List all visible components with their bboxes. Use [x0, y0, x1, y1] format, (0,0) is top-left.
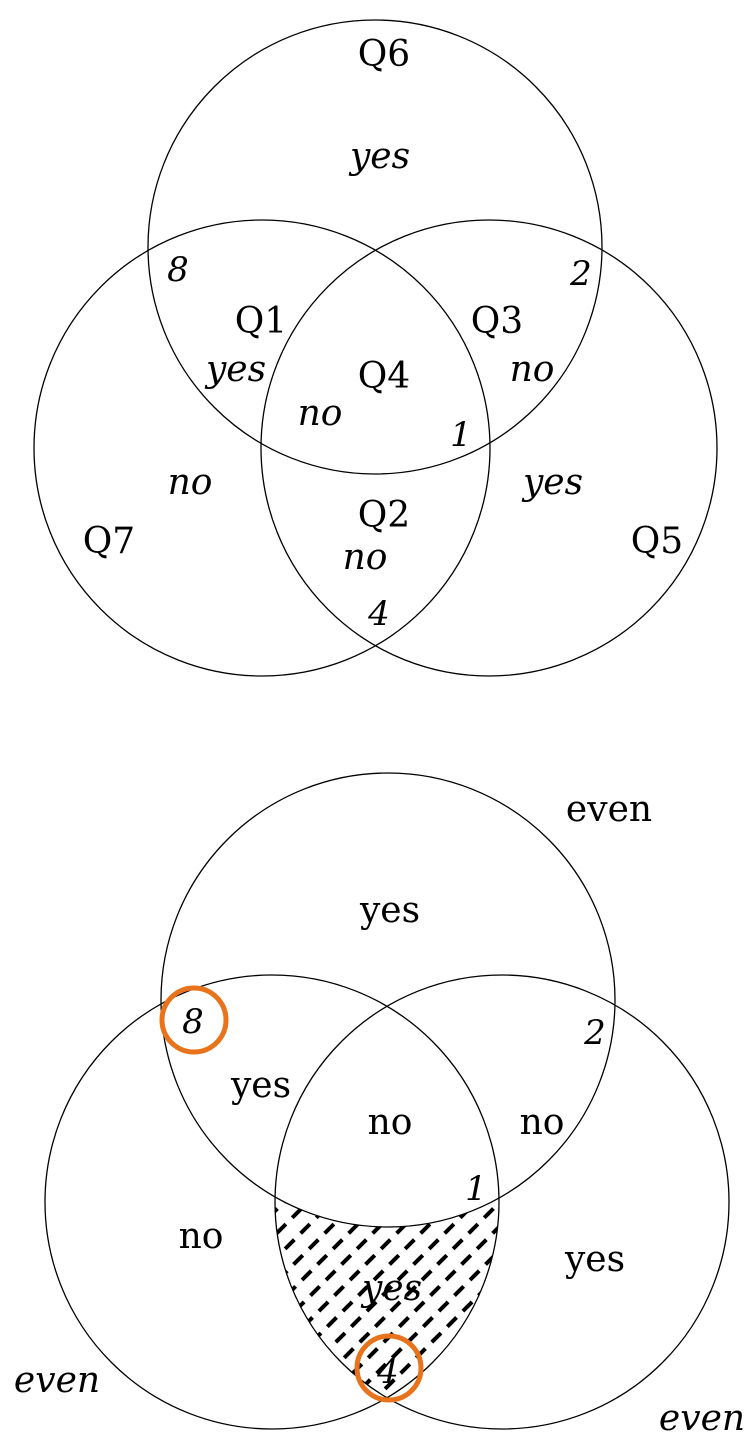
hatch-line	[424, 1188, 499, 1422]
region-center-answer: no	[298, 393, 343, 434]
region-center-question: Q4	[358, 356, 410, 397]
intersection-number-top-left: 8	[167, 250, 189, 290]
hatch-line	[570, 1190, 750, 1420]
circle-q7	[33, 219, 491, 677]
region-top-answer-bottom: yes	[359, 890, 420, 931]
intersection-number-top-right: 2	[569, 254, 592, 294]
hatch-line	[618, 1190, 750, 1420]
circle-q5	[260, 219, 718, 677]
circle-top-even	[160, 772, 616, 1228]
region-top-right-answer: no	[510, 349, 555, 390]
hatch-line	[642, 1190, 750, 1420]
region-center-answer-bottom: no	[368, 1102, 413, 1143]
set-label-top-bottom: even	[566, 789, 652, 830]
hatch-line	[714, 1190, 750, 1420]
hatch-line	[275, 1188, 418, 1422]
intersection-number-top-left-bottom: 8	[182, 1002, 204, 1042]
region-top-left-answer-bottom: yes	[230, 1065, 291, 1106]
hatch-line	[690, 1190, 750, 1420]
region-right-answer: yes	[521, 462, 583, 503]
highlight-ring-4	[354, 1333, 424, 1403]
region-left-right-question: Q2	[358, 495, 410, 536]
set-label-left: Q7	[83, 521, 135, 562]
region-left-right-answer-bottom: yes	[360, 1268, 422, 1309]
set-label-right: Q5	[631, 521, 683, 562]
circle-left-even	[44, 974, 500, 1430]
region-top-left-answer: yes	[204, 349, 266, 390]
region-top-right-question: Q3	[471, 301, 523, 342]
hatch-line	[594, 1190, 750, 1420]
intersection-number-center-bottom-bottom: 1	[465, 1169, 487, 1209]
hatch-line	[496, 1188, 499, 1422]
hatch-line	[472, 1188, 499, 1422]
intersection-number-top-right-bottom: 2	[583, 1013, 606, 1053]
intersection-number-bottom: 4	[367, 594, 390, 634]
hatch-line	[275, 1188, 466, 1422]
region-left-answer-bottom: no	[179, 1216, 224, 1257]
set-label-left-bottom: even	[14, 1360, 100, 1401]
intersection-number-center-bottom: 1	[450, 415, 472, 455]
circle-right-even	[274, 974, 730, 1430]
top-venn-diagram: Q6 Q7 Q5 yes Q1 yes Q3 no Q4 no Q2 no no…	[33, 19, 718, 677]
hatch-line	[275, 1188, 370, 1422]
bottom-venn-diagram: even even even yes yes no no yes no yes …	[14, 772, 750, 1439]
set-label-right-bottom: even	[659, 1398, 745, 1439]
region-top-right-answer-bottom: no	[520, 1102, 565, 1143]
hatch-line	[275, 1188, 442, 1422]
set-label-top: Q6	[358, 34, 410, 75]
hatch-line	[738, 1190, 750, 1420]
hatch-line	[448, 1188, 499, 1422]
hatch-line	[546, 1190, 750, 1420]
hatch-line	[400, 1188, 499, 1422]
hatch-line	[275, 1188, 322, 1422]
region-right-answer-bottom: yes	[564, 1239, 625, 1280]
region-left-right-answer: no	[343, 537, 388, 578]
hatch-line	[275, 1188, 346, 1422]
circle-q6	[147, 19, 603, 475]
hatch-line	[328, 1188, 499, 1422]
highlight-ring-8	[159, 985, 229, 1055]
hatch-line	[352, 1188, 499, 1422]
region-left-answer: no	[168, 462, 213, 503]
region-top-left-question: Q1	[235, 301, 287, 342]
region-top-answer: yes	[348, 136, 410, 177]
intersection-number-bottom-bottom: 4	[376, 1352, 399, 1392]
hatch-line	[666, 1190, 750, 1420]
